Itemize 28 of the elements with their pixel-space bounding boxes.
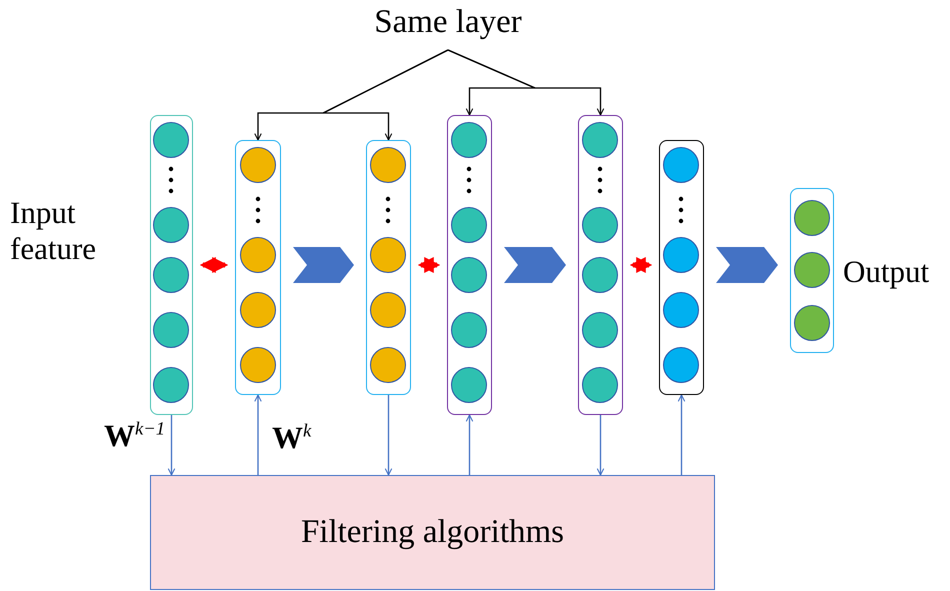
arrow bbox=[168, 415, 176, 476]
weight-label: W$^{k}$ bbox=[272, 420, 312, 456]
layer-column bbox=[447, 115, 492, 415]
double-arrow bbox=[630, 257, 652, 273]
layer-column bbox=[366, 140, 411, 395]
arrow bbox=[466, 414, 474, 475]
process-box bbox=[150, 475, 715, 590]
box-label: Filtering algorithms bbox=[300, 514, 564, 551]
text-label: Output bbox=[843, 254, 930, 290]
weight-label: W$^{k−1}$ bbox=[104, 418, 166, 454]
double-arrow bbox=[200, 257, 228, 273]
layer-column bbox=[790, 188, 834, 353]
double-arrow bbox=[418, 257, 440, 273]
chevron-arrow bbox=[716, 247, 778, 283]
layer-column bbox=[150, 115, 193, 415]
text-label: Input feature bbox=[10, 195, 98, 266]
arrow bbox=[254, 394, 262, 475]
arrow bbox=[384, 395, 392, 476]
chevron-arrow bbox=[293, 247, 354, 283]
bracket-arrow bbox=[322, 49, 448, 141]
layer-column bbox=[578, 115, 623, 415]
heading-label: Same layer bbox=[340, 4, 556, 48]
layer-column bbox=[235, 140, 281, 395]
arrow bbox=[678, 394, 686, 475]
chevron-arrow bbox=[504, 247, 566, 283]
arrow bbox=[596, 415, 604, 476]
layer-column bbox=[659, 140, 704, 395]
bracket-arrow bbox=[448, 49, 604, 116]
